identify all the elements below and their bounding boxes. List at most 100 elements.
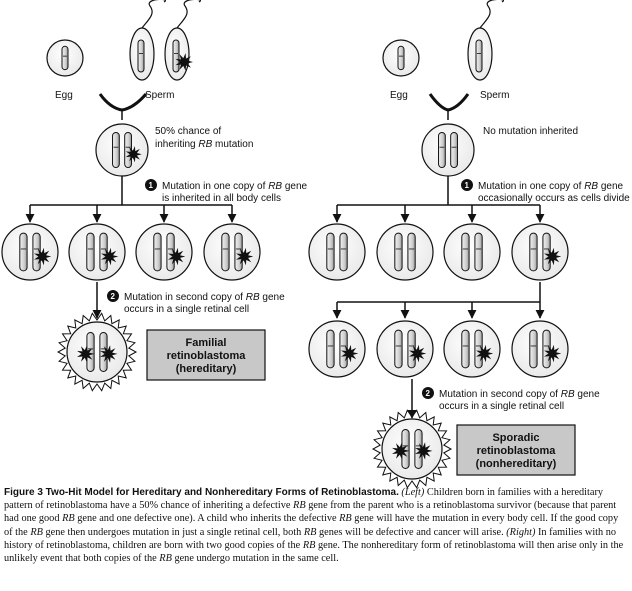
result-line1: Familial bbox=[186, 337, 227, 349]
result-line3: (hereditary) bbox=[176, 363, 237, 375]
chromosome bbox=[221, 232, 230, 272]
chromosome bbox=[326, 232, 335, 272]
chromosome bbox=[475, 39, 483, 73]
step-2-line1: Mutation in second copy of RB gene bbox=[124, 292, 285, 303]
step-2-line2: occurs in a single retinal cell bbox=[439, 401, 564, 412]
inherit-note: No mutation inherited bbox=[483, 126, 578, 137]
step-1-number: 1 bbox=[149, 181, 154, 190]
egg-label: Egg bbox=[390, 90, 408, 101]
cell-membrane bbox=[68, 223, 126, 281]
body-cell bbox=[68, 223, 126, 281]
cell-membrane bbox=[511, 223, 569, 281]
body-cell bbox=[135, 223, 193, 281]
step-1-line2: occasionally occurs as cells divide bbox=[478, 193, 630, 204]
caption-segment: gene and one defective one). A child who… bbox=[74, 513, 340, 525]
chromosome bbox=[529, 329, 538, 369]
chromosome bbox=[339, 232, 348, 272]
caption-segment: gene. The nonhereditary form of retinobl… bbox=[4, 539, 624, 565]
chromosome bbox=[450, 131, 458, 169]
step-1-number: 1 bbox=[465, 181, 470, 190]
cell-membrane bbox=[421, 123, 475, 177]
sperm-label: Sperm bbox=[145, 90, 174, 101]
caption-segment: RB bbox=[302, 539, 316, 551]
caption-segment: Children born in families with a heredit… bbox=[4, 487, 604, 512]
result-line2: retinoblastoma bbox=[167, 350, 247, 362]
mutation-star bbox=[101, 247, 119, 266]
step-1-badge bbox=[461, 179, 473, 191]
zygote-cell bbox=[95, 123, 149, 177]
cell-membrane bbox=[135, 223, 193, 281]
sperm-tail bbox=[141, 0, 167, 29]
chromosome bbox=[19, 232, 28, 272]
caption-segment: RB bbox=[30, 526, 43, 538]
inherit-note-line2: inheriting RB mutation bbox=[155, 139, 253, 150]
caption-segment: gene then undergoes mutation in just a s… bbox=[42, 526, 304, 538]
body-cell bbox=[443, 223, 501, 281]
fertilization-funnel bbox=[428, 93, 470, 112]
mutation-star bbox=[175, 53, 193, 71]
mutation-star bbox=[409, 344, 427, 363]
tumor-cell bbox=[56, 312, 138, 392]
descendant-cell bbox=[511, 320, 569, 378]
cell-membrane bbox=[381, 418, 443, 480]
caption-segment: (Left) bbox=[398, 487, 425, 498]
left-panel: Egg Sperm 50% chance of inheriting RB mu… bbox=[1, 0, 308, 392]
mutation-star bbox=[236, 247, 254, 266]
caption-lead: Figure 3 Two-Hit Model for Hereditary an… bbox=[4, 487, 399, 498]
chromosome bbox=[461, 329, 470, 369]
descendant-cell bbox=[308, 320, 366, 378]
result-line2: retinoblastoma bbox=[477, 445, 557, 457]
step-2-number: 2 bbox=[111, 292, 116, 301]
step-2-line2: occurs in a single retinal cell bbox=[124, 304, 249, 315]
right-panel: Egg Sperm No mutation inherited 1 Mutati… bbox=[308, 0, 630, 489]
mutation-star bbox=[34, 247, 52, 266]
step-1-line2: is inherited in all body cells bbox=[162, 193, 281, 204]
fertilization-funnel bbox=[98, 93, 148, 112]
cell-membrane bbox=[376, 320, 434, 378]
egg-cell bbox=[46, 39, 84, 77]
caption-segment: gene from the parent who is a retinoblas… bbox=[4, 500, 617, 525]
caption-segment: RB bbox=[62, 513, 75, 525]
chromosome bbox=[474, 232, 483, 272]
cell-membrane bbox=[203, 223, 261, 281]
sperm-tail bbox=[479, 0, 505, 29]
body-cell bbox=[376, 223, 434, 281]
sperm-cell bbox=[129, 0, 167, 81]
cell-membrane bbox=[511, 320, 569, 378]
mutation-star bbox=[341, 344, 359, 363]
mutation-star bbox=[476, 344, 494, 363]
caption-segment: RB bbox=[339, 513, 352, 525]
step-2-badge bbox=[107, 290, 119, 302]
caption-segment: gene undergo mutation in the same cell. bbox=[171, 553, 339, 565]
chromosome bbox=[137, 39, 145, 73]
body-cell bbox=[203, 223, 261, 281]
step-1-line1: Mutation in one copy of RB gene bbox=[162, 181, 308, 192]
descendant-cell bbox=[376, 320, 434, 378]
cell-membrane bbox=[95, 123, 149, 177]
tumor-cell bbox=[371, 409, 453, 489]
step-2-line1: Mutation in second copy of RB gene bbox=[439, 389, 600, 400]
cell-membrane bbox=[376, 223, 434, 281]
caption-body: (Left) Children born in families with a … bbox=[4, 487, 623, 564]
sperm-cell-mutant bbox=[164, 0, 202, 81]
caption-segment: RB bbox=[159, 553, 172, 565]
step-1-line1: Mutation in one copy of RB gene bbox=[478, 181, 624, 192]
chromosome bbox=[461, 232, 470, 272]
body-cell bbox=[308, 223, 366, 281]
sperm-label: Sperm bbox=[480, 90, 509, 101]
mutation-star bbox=[100, 345, 118, 363]
mutation-star bbox=[125, 146, 142, 163]
chromosome bbox=[438, 131, 446, 169]
cell-membrane bbox=[443, 320, 501, 378]
sporadic-result-box bbox=[456, 424, 576, 476]
chromosome bbox=[394, 329, 403, 369]
cell-membrane bbox=[443, 223, 501, 281]
step-1-badge bbox=[145, 179, 157, 191]
mutation-star bbox=[415, 442, 433, 460]
body-cell bbox=[511, 223, 569, 281]
mutation-star bbox=[544, 247, 562, 266]
result-line3: (nonhereditary) bbox=[476, 458, 557, 470]
chromosome bbox=[112, 131, 120, 169]
familial-result-box bbox=[146, 329, 266, 381]
